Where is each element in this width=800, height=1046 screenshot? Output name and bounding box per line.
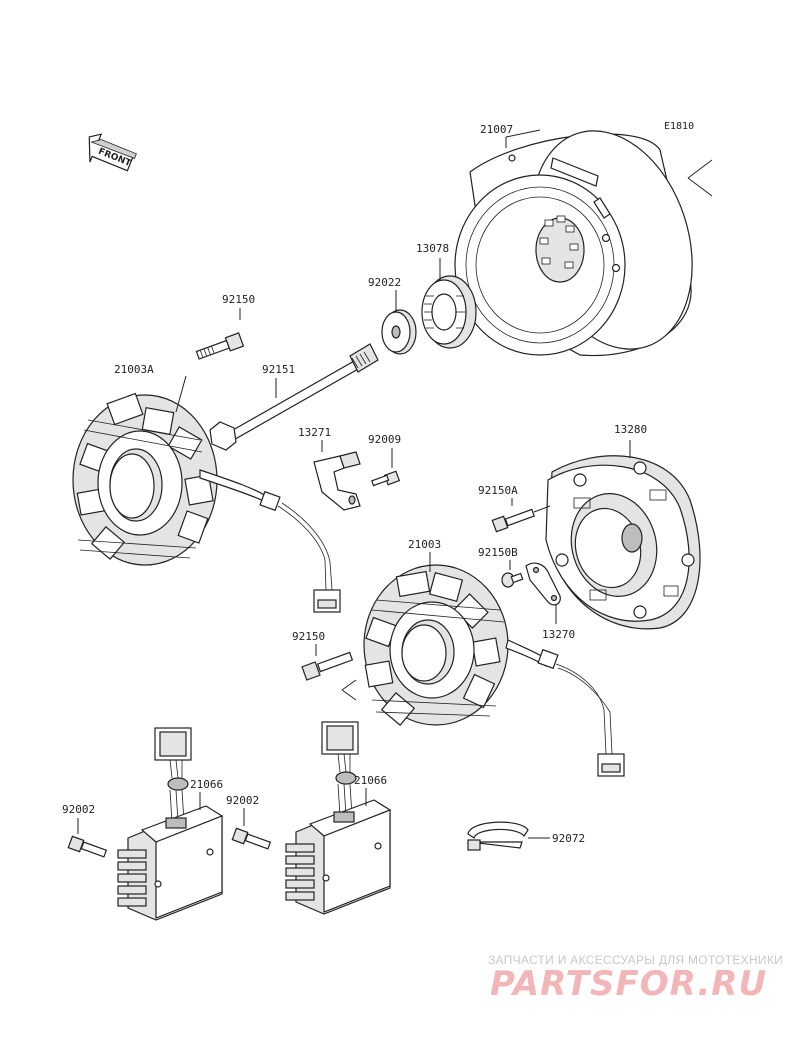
stator-left: [72, 375, 341, 613]
label-21003A: 21003A: [114, 363, 154, 376]
label-92151: 92151: [262, 363, 295, 376]
label-92150A: 92150A: [478, 484, 518, 497]
flywheel-rotor: [454, 129, 713, 357]
bracket: [313, 440, 361, 511]
regulator-right: [285, 721, 392, 915]
label-13280: 13280: [614, 423, 647, 436]
long-bolt: [209, 343, 379, 451]
screw: [371, 448, 401, 487]
label-92022: 92022: [368, 276, 401, 289]
label-92002-right: 92002: [226, 794, 259, 807]
bolt-regulator-left: [67, 818, 108, 858]
diagram-code: E1810: [664, 121, 694, 132]
clamp: [467, 821, 550, 851]
label-13271: 13271: [298, 426, 331, 439]
label-21066-right: 21066: [354, 774, 387, 787]
cover-housing: [545, 440, 701, 630]
label-13078: 13078: [416, 242, 449, 255]
bolt-lower: [301, 644, 354, 681]
label-92002-left: 92002: [62, 803, 95, 816]
label-21007: 21007: [480, 123, 513, 136]
bolt-regulator-right: [231, 808, 272, 850]
label-92009: 92009: [368, 433, 401, 446]
label-92072: 92072: [552, 832, 585, 845]
screw-cover: [501, 560, 524, 588]
starter-gear: [421, 258, 477, 349]
plate: [525, 562, 561, 624]
label-13270: 13270: [542, 628, 575, 641]
bolt-upper: [195, 332, 245, 360]
label-21003: 21003: [408, 538, 441, 551]
watermark-tagline: ЗАПЧАСТИ И АКСЕССУАРЫ ДЛЯ МОТОТЕХНИКИ: [488, 953, 783, 967]
watermark-logo: PARTSFOR.RU: [490, 964, 767, 1004]
bolt-cover: [491, 498, 551, 533]
front-arrow-icon: FRONT: [88, 133, 137, 172]
washer: [381, 290, 417, 355]
stator-right: [341, 552, 625, 777]
label-92150-lower: 92150: [292, 630, 325, 643]
label-92150-upper: 92150: [222, 293, 255, 306]
regulator-left: [117, 727, 224, 921]
label-21066-left: 21066: [190, 778, 223, 791]
label-92150B: 92150B: [478, 546, 518, 559]
